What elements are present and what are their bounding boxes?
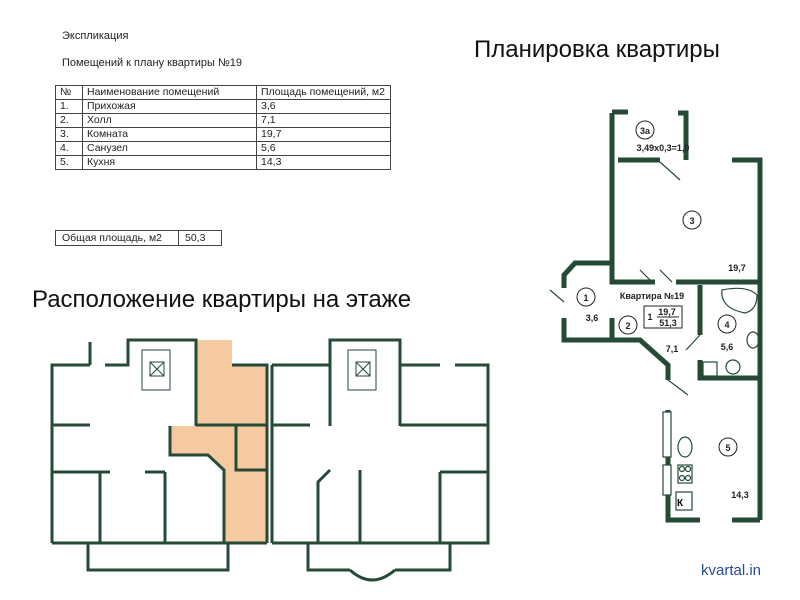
room-3a-label: 3а — [640, 126, 651, 136]
room-3-label: 3 — [689, 216, 694, 226]
door-swings — [549, 161, 760, 511]
apartment-label: Квартира №19 — [620, 291, 684, 301]
room-4-area: 5,6 — [721, 342, 734, 352]
floor-title: Расположение квартиры на этаже — [32, 286, 412, 313]
room-1-label: 1 — [583, 293, 588, 303]
watermark: kvartal.in — [701, 562, 762, 579]
room-2-area: 7,1 — [666, 344, 679, 354]
living-area: 19,7 — [658, 307, 676, 317]
row-area: 19,7 — [256, 127, 391, 142]
rooms-count: 1 — [647, 312, 652, 322]
room-1-area: 3,6 — [586, 313, 599, 323]
total-area-value: 50,3 — [178, 230, 222, 246]
room-2-label: 2 — [625, 321, 630, 331]
row-name: Кухня — [82, 155, 257, 170]
room-4-label: 4 — [724, 320, 729, 330]
stove-label: К — [677, 498, 684, 509]
plan-title: Планировка квартиры — [474, 36, 720, 63]
header-area: Площадь помещений, м2 — [256, 85, 391, 100]
room-3a-area: 3,49x0,3=1,0 — [637, 143, 690, 153]
room-5-area: 14,3 — [731, 490, 749, 500]
apartment-total-area: 51,3 — [659, 318, 677, 328]
total-area-table: Общая площадь, м2 50,3 — [55, 230, 222, 246]
apartment-walls — [561, 109, 763, 523]
explication-subtitle: Помещений к плану квартиры №19 — [62, 57, 242, 69]
room-3-area: 19,7 — [728, 263, 746, 273]
room-5-label: 5 — [725, 443, 730, 453]
header-name: Наименование помещений — [82, 85, 257, 100]
explication-table: № Наименование помещений Площадь помещен… — [55, 85, 391, 170]
highlighted-apartment — [170, 340, 267, 542]
row-area: 14,3 — [256, 155, 391, 170]
table-header-row: № Наименование помещений Площадь помещен… — [55, 85, 391, 100]
explication-title: Экспликация — [62, 30, 129, 42]
total-area-label: Общая площадь, м2 — [55, 230, 179, 246]
floor-plan — [50, 338, 490, 582]
